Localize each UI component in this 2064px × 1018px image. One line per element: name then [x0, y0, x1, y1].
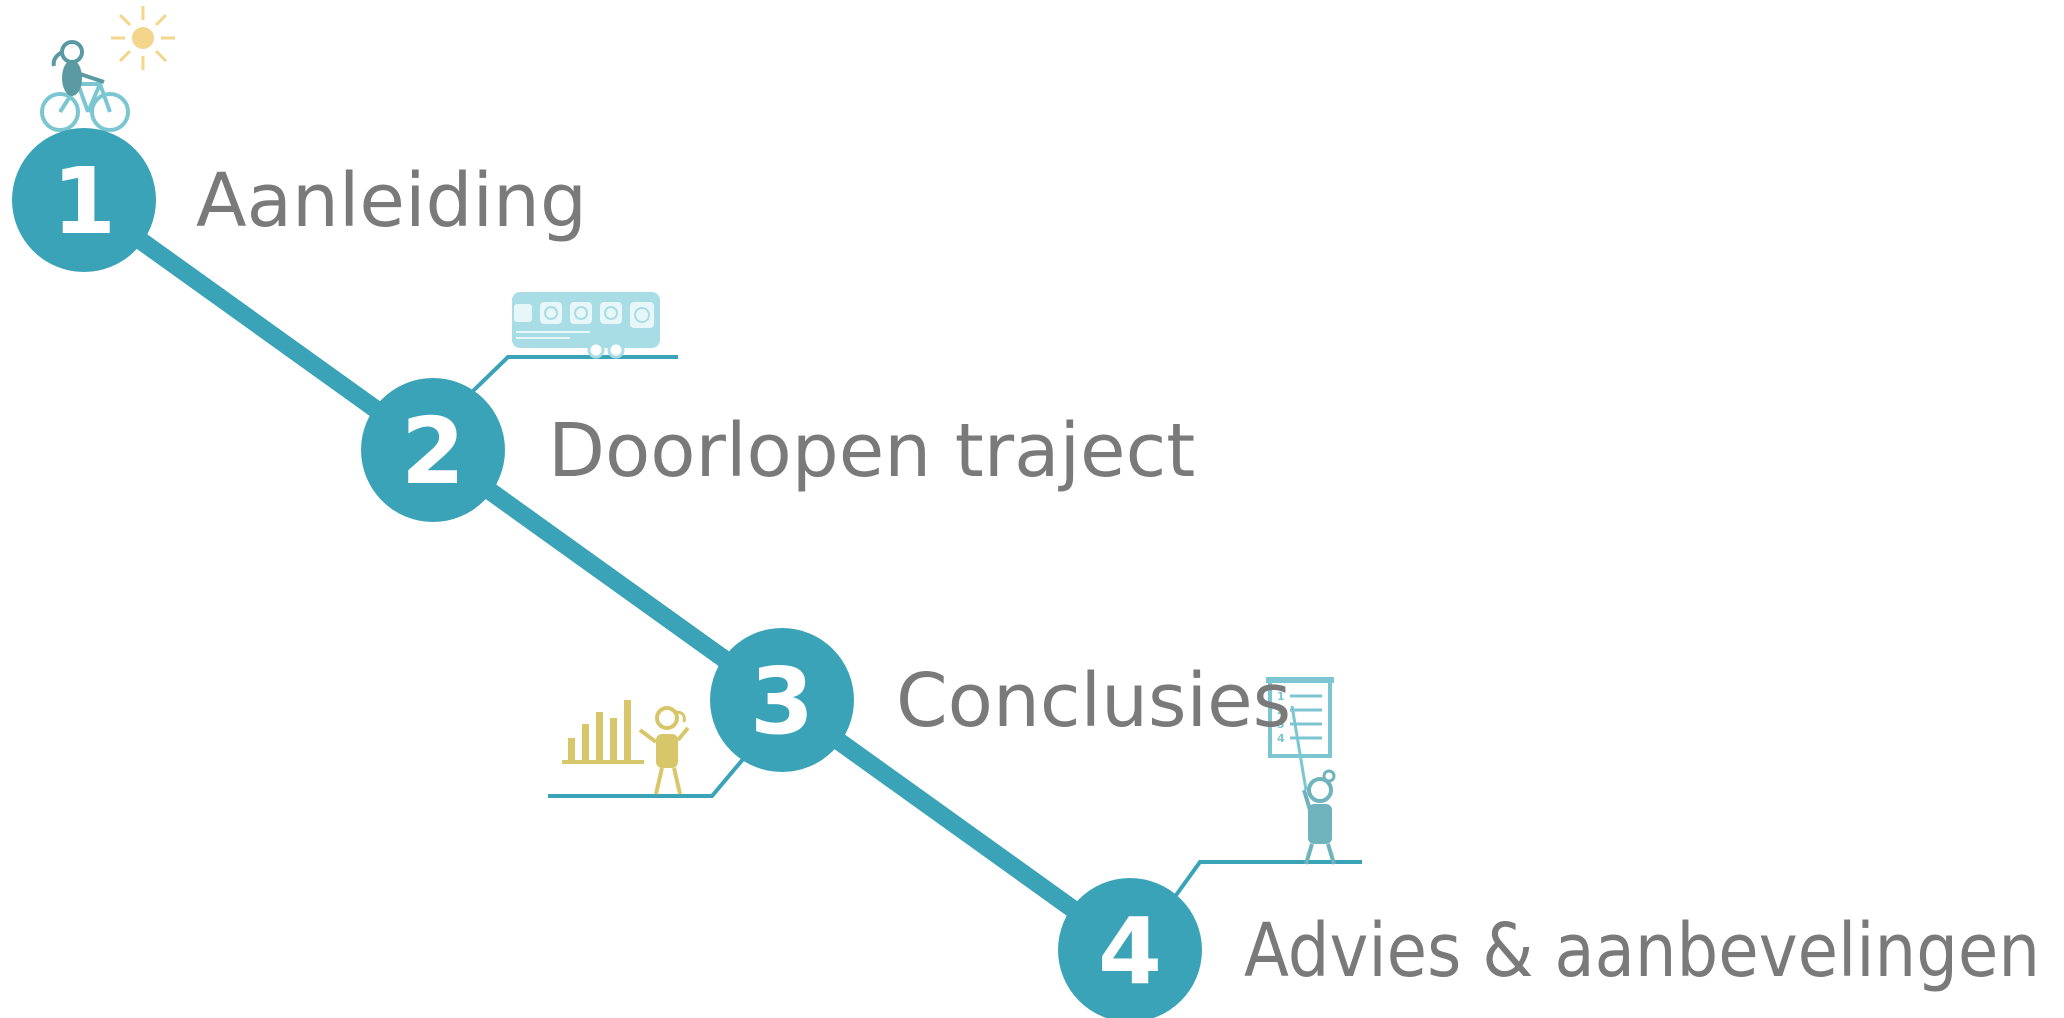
step-3-label: Conclusies: [896, 658, 1291, 744]
svg-text:3: 3: [1277, 718, 1285, 731]
svg-text:1: 1: [1277, 690, 1285, 703]
train-icon: [470, 292, 678, 394]
checklist-connector: [1172, 860, 1362, 900]
person-with-bar-chart-icon: [548, 700, 746, 798]
chart-connector: [548, 756, 746, 798]
step-3: 3 Conclusies: [710, 628, 1291, 772]
step-1-circle: [12, 128, 156, 272]
step-2-number: 2: [401, 398, 465, 505]
step-2-label: Doorlopen traject: [548, 408, 1195, 494]
step-4: 4 Advies & aanbevelingen: [1058, 878, 2040, 1018]
step-2: 2 Doorlopen traject: [361, 378, 1195, 522]
step-1-number: 1: [52, 148, 116, 255]
person-with-checklist-icon: 1 2 3 4: [1172, 677, 1362, 900]
train-connector: [470, 355, 678, 394]
step-4-number: 4: [1098, 898, 1162, 1005]
step-1: 1 Aanleiding: [12, 128, 587, 272]
step-1-label: Aanleiding: [196, 158, 587, 244]
cyclist-with-sun-icon: [40, 6, 175, 132]
svg-text:2: 2: [1277, 704, 1285, 717]
step-3-number: 3: [750, 648, 814, 755]
step-4-circle: [1058, 878, 1202, 1018]
svg-text:4: 4: [1277, 732, 1285, 745]
timeline-path: [75, 191, 1139, 959]
step-2-circle: [361, 378, 505, 522]
step-4-label: Advies & aanbevelingen: [1244, 908, 2040, 994]
step-3-circle: [710, 628, 854, 772]
